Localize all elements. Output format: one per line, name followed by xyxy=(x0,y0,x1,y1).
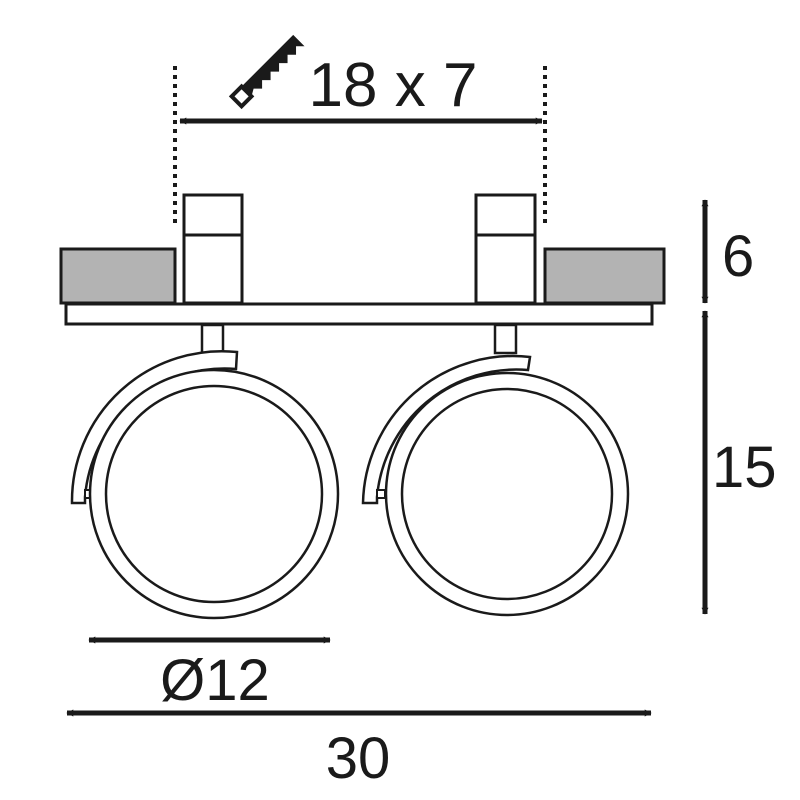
spring-clip-right xyxy=(474,193,537,305)
spot-diameter-label: Ø12 xyxy=(160,648,270,713)
total-width-label: 30 xyxy=(326,726,391,791)
saw-icon xyxy=(228,34,305,110)
cutout-dimension-label: 18 x 7 xyxy=(309,51,478,120)
drop-height-label: 15 xyxy=(712,435,777,500)
ceiling-right xyxy=(543,247,666,305)
trim-plate xyxy=(64,302,654,326)
spring-clip-left xyxy=(182,193,244,305)
spot-head-left xyxy=(70,323,340,620)
ceiling-left xyxy=(59,247,177,305)
spot-head-right xyxy=(361,323,630,617)
recess-height-label: 6 xyxy=(722,224,754,289)
